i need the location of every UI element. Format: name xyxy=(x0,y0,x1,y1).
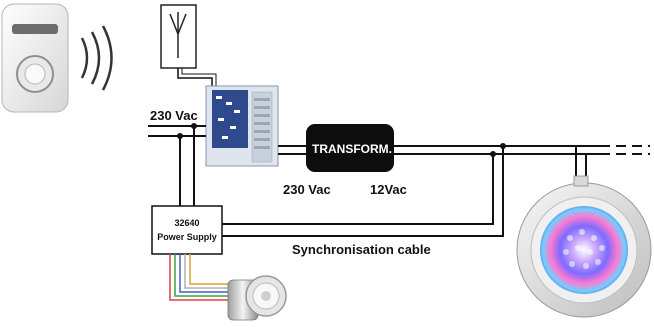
mains-input-label: 230 Vac xyxy=(150,108,198,123)
radio-waves-icon xyxy=(80,25,113,91)
power-supply-output-wires xyxy=(222,146,504,237)
power-supply-model: 32640 xyxy=(174,218,199,228)
antenna-cable xyxy=(177,68,213,90)
remote-control-icon xyxy=(1,3,69,113)
power-supply-box xyxy=(151,205,223,255)
antenna-cable-shield xyxy=(181,68,217,90)
output-wires-dashed xyxy=(600,145,650,155)
transformer-output-label: 12Vac xyxy=(370,182,407,197)
output-wires xyxy=(394,145,600,176)
small-lamp-cables xyxy=(169,254,232,301)
antenna-icon xyxy=(160,4,197,69)
small-lamp-icon xyxy=(227,275,287,321)
control-module-icon xyxy=(205,85,279,167)
sync-cable-label: Synchronisation cable xyxy=(292,242,431,257)
power-supply-name: Power Supply xyxy=(157,232,217,242)
transformer-input-label: 230 Vac xyxy=(283,182,331,197)
transformer-label: TRANSFORM. xyxy=(312,142,392,156)
junction-dot xyxy=(177,133,183,139)
module-to-transformer-wires xyxy=(278,145,306,155)
junction-dot xyxy=(191,123,197,129)
pool-lamp-icon xyxy=(516,175,652,318)
transformer-icon xyxy=(306,124,394,172)
mains-input-wires xyxy=(148,125,206,206)
